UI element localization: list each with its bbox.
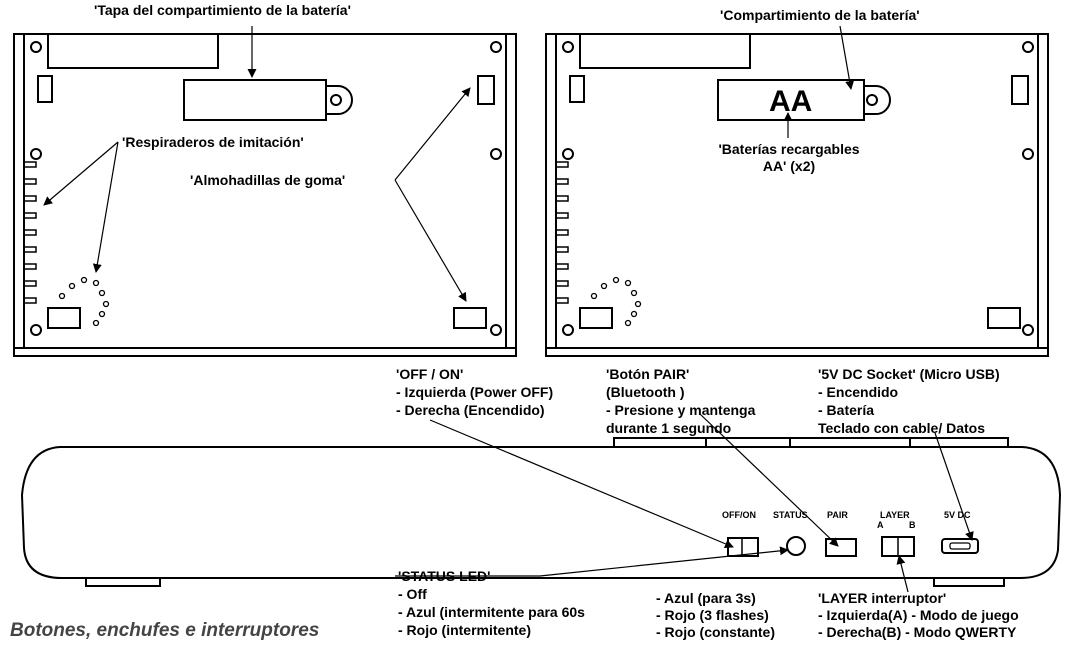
panel-offon: OFF/ON xyxy=(722,510,756,520)
front-view-keyboard xyxy=(20,437,1062,587)
offon-line1: - Izquierda (Power OFF) xyxy=(396,384,554,400)
bottom-view-right xyxy=(545,33,1049,357)
fake-vents-label: 'Respiraderos de imitación' xyxy=(122,134,304,150)
rubber-pads-label: 'Almohadillas de goma' xyxy=(190,172,346,188)
rechargeable-label-line1: 'Baterías recargables xyxy=(718,141,860,157)
battery-compartment-label: 'Compartimiento de la batería' xyxy=(720,7,920,23)
pair-line2: - Presione y mantenga xyxy=(606,402,756,418)
layer-line1: - Izquierda(A) - Modo de juego xyxy=(818,607,1019,623)
pair-line1: (Bluetooth ) xyxy=(606,384,685,400)
fake-vent-holes-left xyxy=(58,276,110,327)
panel-dc: 5V DC xyxy=(944,510,971,520)
status-line4: - Azul (para 3s) xyxy=(656,590,756,606)
status-line1: - Off xyxy=(398,586,427,602)
battery-type-text: AA xyxy=(769,85,813,118)
diagram-caption: Botones, enchufes e interruptores xyxy=(10,620,320,641)
status-title: 'STATUS LED' xyxy=(398,568,491,584)
socket-line3: Teclado con cable/ Datos xyxy=(818,420,986,436)
pair-line3: durante 1 segundo xyxy=(606,420,732,436)
fake-vents-left xyxy=(23,161,37,304)
panel-layer-b: B xyxy=(909,520,916,530)
status-line6: - Rojo (constante) xyxy=(656,624,775,640)
layer-line2: - Derecha(B) - Modo QWERTY xyxy=(818,624,1017,640)
label-slot xyxy=(47,33,219,69)
panel-status: STATUS xyxy=(773,510,808,520)
status-line5: - Rojo (3 flashes) xyxy=(656,607,769,623)
panel-layer: LAYER xyxy=(880,510,910,520)
rechargeable-label-line2: AA' (x2) xyxy=(762,158,816,174)
status-led xyxy=(786,536,806,556)
socket-line1: - Encendido xyxy=(818,384,899,400)
panel-pair: PAIR xyxy=(827,510,848,520)
bottom-view-left xyxy=(13,33,517,357)
socket-title: '5V DC Socket' (Micro USB) xyxy=(818,366,1000,382)
callout-lines xyxy=(43,25,974,593)
battery-cover xyxy=(183,79,327,121)
offon-title: 'OFF / ON' xyxy=(396,366,464,382)
offon-line2: - Derecha (Encendido) xyxy=(396,402,545,418)
panel-layer-a: A xyxy=(877,520,884,530)
layer-title: 'LAYER interruptor' xyxy=(818,590,947,606)
usb-socket[interactable] xyxy=(941,538,979,554)
pair-title: 'Botón PAIR' xyxy=(606,366,690,382)
status-line2: - Azul (intermitente para 60s xyxy=(398,604,585,620)
status-line3: - Rojo (intermitente) xyxy=(398,622,531,638)
battery-cover-label: 'Tapa del compartimiento de la batería' xyxy=(94,2,351,18)
socket-line2: - Batería xyxy=(818,402,875,418)
pair-button[interactable] xyxy=(825,538,857,557)
